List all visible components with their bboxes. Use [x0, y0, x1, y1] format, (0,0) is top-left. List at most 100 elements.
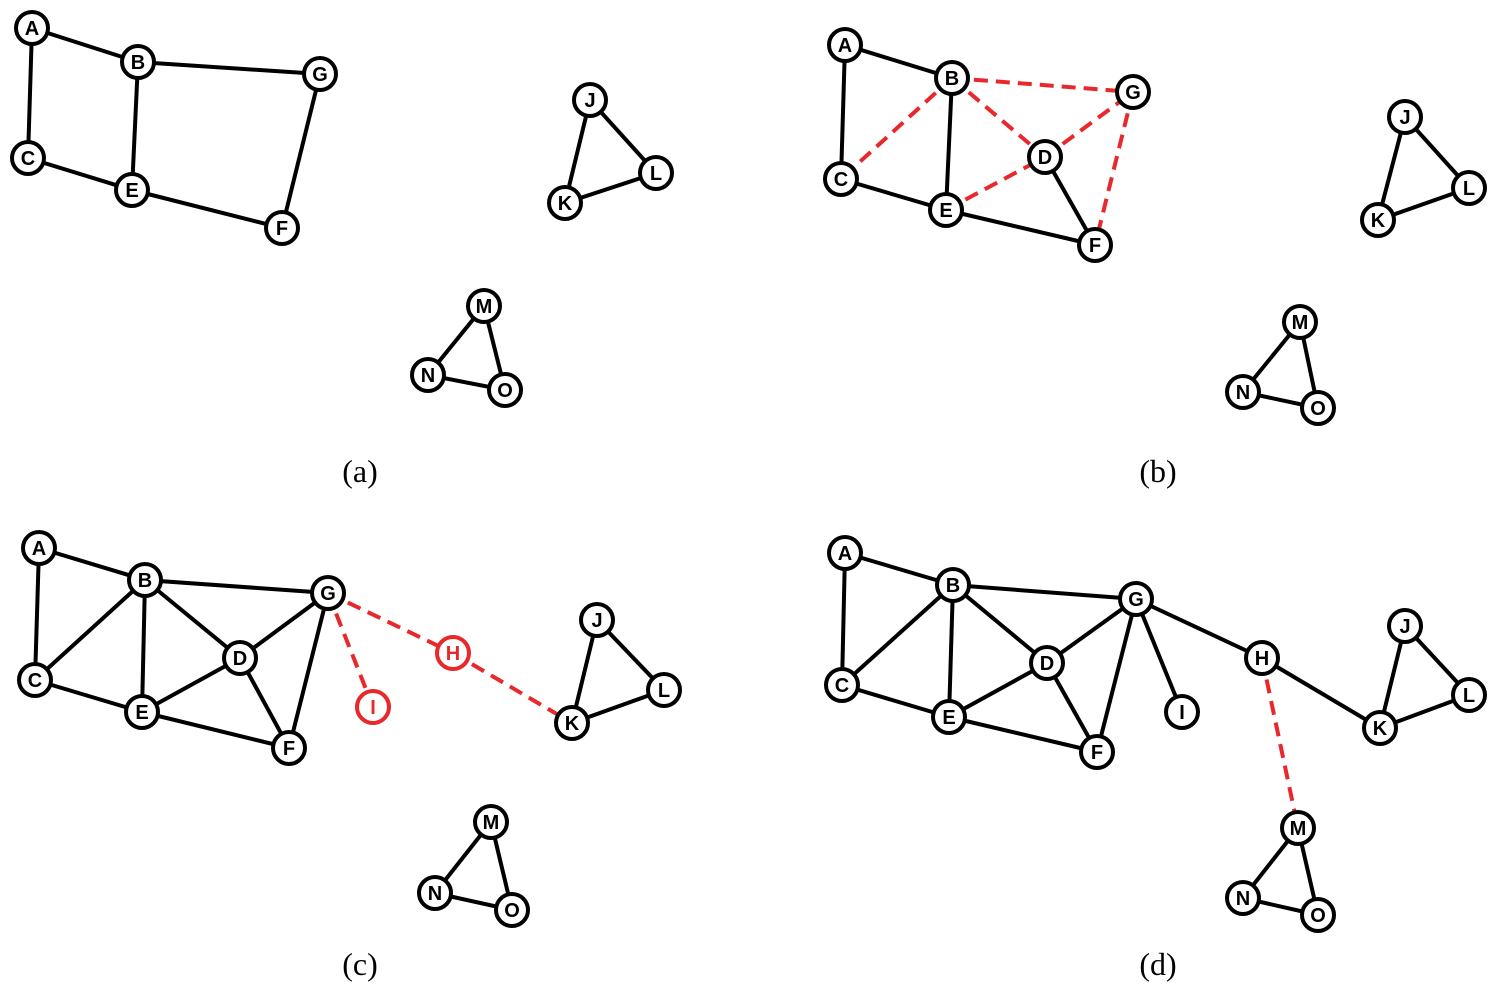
- panel-c-node-G-label: G: [320, 583, 336, 605]
- panel-b-node-E: E: [928, 192, 964, 228]
- panel-b-node-N-circle: [1225, 374, 1261, 410]
- panel-b-edge-D-G: [1043, 90, 1135, 159]
- panel-c-node-K-label: K: [565, 713, 580, 735]
- panel-c-node-N-circle: [417, 875, 453, 911]
- panel-a-node-L-circle: [638, 155, 674, 191]
- panel-d-caption: (d): [1139, 946, 1176, 982]
- panel-c-caption: (c): [342, 946, 378, 982]
- panel-c-node-F: F: [271, 730, 307, 766]
- panel-b-node-C: C: [823, 161, 859, 197]
- panel-d-node-O-circle: [1300, 897, 1336, 933]
- panel-a-edge-E-F: [131, 188, 283, 230]
- panel-c-edge-E-F: [141, 710, 290, 750]
- panel-c-node-M-circle: [473, 804, 509, 840]
- panel-b-edge-B-D: [950, 76, 1047, 159]
- panel-a-node-O-circle: [487, 372, 523, 408]
- panel-d-edge-B-E: [947, 584, 955, 718]
- panel-d-node-J: J: [1387, 608, 1423, 644]
- panel-b-node-N-label: N: [1236, 382, 1250, 404]
- panel-a-node-G-label: G: [312, 64, 328, 86]
- panel-c-node-A: A: [21, 530, 57, 566]
- panel-c-node-E-circle: [124, 694, 160, 730]
- panel-c-edge-B-C: [33, 578, 147, 682]
- panel-a-node-N: N: [410, 357, 446, 393]
- panel-d-node-F-circle: [1079, 734, 1115, 770]
- panel-a-node-K-label: K: [558, 193, 573, 215]
- panel-c-node-E: E: [124, 694, 160, 730]
- panel-a-edge-A-B: [31, 26, 139, 64]
- panel-a-node-M-label: M: [476, 296, 493, 318]
- panel-c-node-I: I: [355, 689, 391, 725]
- panel-b-node-M: M: [1282, 304, 1318, 340]
- panel-d-node-I-circle: [1164, 694, 1200, 730]
- panel-a-node-G: G: [302, 56, 338, 92]
- panel-a-node-A: A: [14, 10, 50, 46]
- panel-d-node-N-circle: [1225, 880, 1261, 916]
- panel-c-edge-A-C: [33, 547, 41, 681]
- panel-c-node-J-label: J: [591, 610, 602, 632]
- panel-b-node-O-circle: [1300, 390, 1336, 426]
- panel-a-node-O: O: [487, 372, 523, 408]
- panel-c-node-O-circle: [494, 892, 530, 928]
- panel-d-edge-H-M: [1260, 657, 1300, 829]
- panel-d-node-K-label: K: [1373, 718, 1388, 740]
- panel-b-node-G-circle: [1115, 74, 1151, 110]
- panel-d-edge-B-C: [840, 583, 955, 687]
- panel-c-node-H-circle: [435, 635, 471, 671]
- panel-d-node-C-label: C: [835, 675, 849, 697]
- panel-c-node-J: J: [579, 602, 615, 638]
- panel-c-node-F-label: F: [283, 738, 295, 760]
- panel-c-node-D: D: [222, 640, 258, 676]
- panel-b-node-G-label: G: [1125, 82, 1141, 104]
- panel-d-node-N: N: [1225, 880, 1261, 916]
- panel-c-edge-G-H: [327, 591, 454, 655]
- panel-c-node-G: G: [310, 575, 346, 611]
- panel-b-edge-C-E: [840, 177, 947, 212]
- panel-a-edge-A-C: [26, 27, 34, 159]
- panel-b-edge-E-D: [945, 155, 1046, 212]
- panel-d-node-M-circle: [1280, 810, 1316, 846]
- panel-c-node-I-circle: [355, 689, 391, 725]
- panel-d-node-B-circle: [935, 567, 971, 603]
- panel-d-node-G-label: G: [1128, 589, 1144, 611]
- panel-c-node-K: K: [554, 705, 590, 741]
- panel-b-node-J: J: [1387, 99, 1423, 135]
- panel-d-node-K: K: [1362, 710, 1398, 746]
- panel-c-node-G-circle: [310, 575, 346, 611]
- panel-b-node-C-circle: [823, 161, 859, 197]
- panel-a-node-E-label: E: [125, 180, 138, 202]
- panel-d-edge-D-G: [1045, 597, 1138, 665]
- panel-c-node-N-label: N: [428, 883, 442, 905]
- panel-a-node-J-label: J: [584, 90, 595, 112]
- panel-a-node-L-label: L: [650, 163, 662, 185]
- panel-b-node-F-circle: [1077, 227, 1113, 263]
- panel-c-node-D-circle: [222, 640, 258, 676]
- panel-b-node-K-circle: [1360, 202, 1396, 238]
- panel-c-node-C-circle: [17, 662, 53, 698]
- panel-c-node-H: H: [435, 635, 471, 671]
- panel-d-edge-H-K: [1260, 656, 1382, 730]
- panel-d-edge-G-I: [1134, 598, 1184, 713]
- panel-c-edge-C-E: [34, 678, 143, 714]
- panel-b-edge-B-C: [839, 76, 954, 181]
- panel-d-edge-B-G: [952, 583, 1137, 601]
- panel-d-node-I: I: [1164, 694, 1200, 730]
- panel-b-node-B: B: [934, 60, 970, 96]
- panel-b-node-F-label: F: [1089, 235, 1101, 257]
- panel-a-node-N-label: N: [421, 365, 435, 387]
- panel-d-edge-C-E: [841, 683, 950, 719]
- panel-b-node-M-label: M: [1292, 312, 1309, 334]
- panel-a-node-B-circle: [120, 44, 156, 80]
- panel-a-node-F: F: [264, 210, 300, 246]
- panel-b-edges: [839, 43, 1471, 410]
- panel-c-edge-H-K: [451, 651, 574, 725]
- panel-a-node-K: K: [547, 185, 583, 221]
- panel-c-node-C: C: [17, 662, 53, 698]
- panel-a-edge-G-F: [280, 73, 322, 229]
- panel-a-node-M: M: [466, 288, 502, 324]
